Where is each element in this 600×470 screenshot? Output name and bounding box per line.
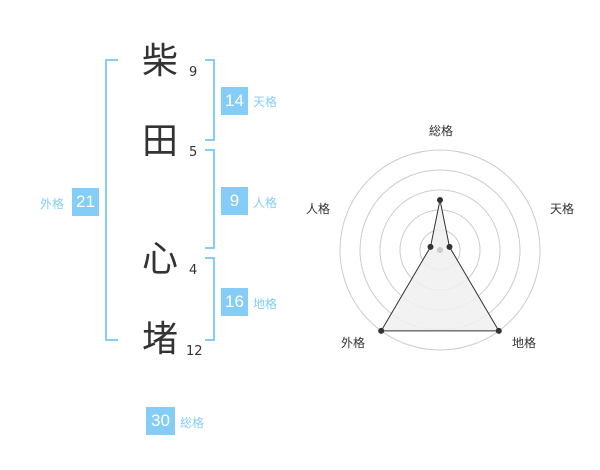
radar-dots bbox=[378, 197, 502, 334]
tenkaku-bracket bbox=[205, 59, 215, 141]
stroke-count-1: 9 bbox=[189, 65, 198, 80]
stroke-count-3: 4 bbox=[189, 263, 198, 278]
stroke-count-2: 5 bbox=[189, 145, 198, 160]
radar-label-chikaku: 地格 bbox=[511, 336, 536, 350]
name-char-3: 心 bbox=[141, 239, 178, 280]
radar-label-jinkaku: 人格 bbox=[305, 202, 330, 216]
tenkaku-value: 14 bbox=[221, 87, 248, 115]
soukaku-label: 総格 bbox=[180, 416, 205, 430]
radar-ring bbox=[339, 149, 541, 351]
chikaku-label: 地格 bbox=[253, 297, 278, 311]
tenkaku-label: 天格 bbox=[253, 95, 278, 109]
name-char-2: 田 bbox=[141, 121, 178, 162]
gaikaku-label: 外格 bbox=[40, 197, 65, 211]
soukaku-value: 30 bbox=[146, 407, 175, 435]
chikaku-value: 16 bbox=[221, 288, 248, 316]
gaikaku-value: 21 bbox=[72, 188, 99, 216]
chikaku-bracket bbox=[205, 257, 215, 341]
jinkaku-value: 9 bbox=[221, 187, 248, 215]
name-char-1: 柴 bbox=[141, 41, 178, 82]
radar-point bbox=[495, 327, 502, 334]
radar-point bbox=[378, 327, 385, 334]
radar-label-tenkaku: 天格 bbox=[549, 202, 574, 216]
radar-point bbox=[446, 243, 453, 250]
gaikaku-bracket bbox=[105, 59, 118, 341]
jinkaku-bracket bbox=[205, 149, 215, 249]
radar-point bbox=[437, 197, 443, 203]
stroke-count-4: 12 bbox=[186, 344, 203, 359]
jinkaku-label: 人格 bbox=[253, 196, 278, 210]
radar-label-gaikaku: 外格 bbox=[340, 336, 365, 350]
radar-label-soukaku: 総格 bbox=[428, 124, 453, 138]
radar-center-dot bbox=[437, 247, 443, 253]
radar-area bbox=[380, 199, 500, 332]
name-char-4: 堵 bbox=[141, 319, 178, 360]
radar-point bbox=[427, 243, 434, 250]
